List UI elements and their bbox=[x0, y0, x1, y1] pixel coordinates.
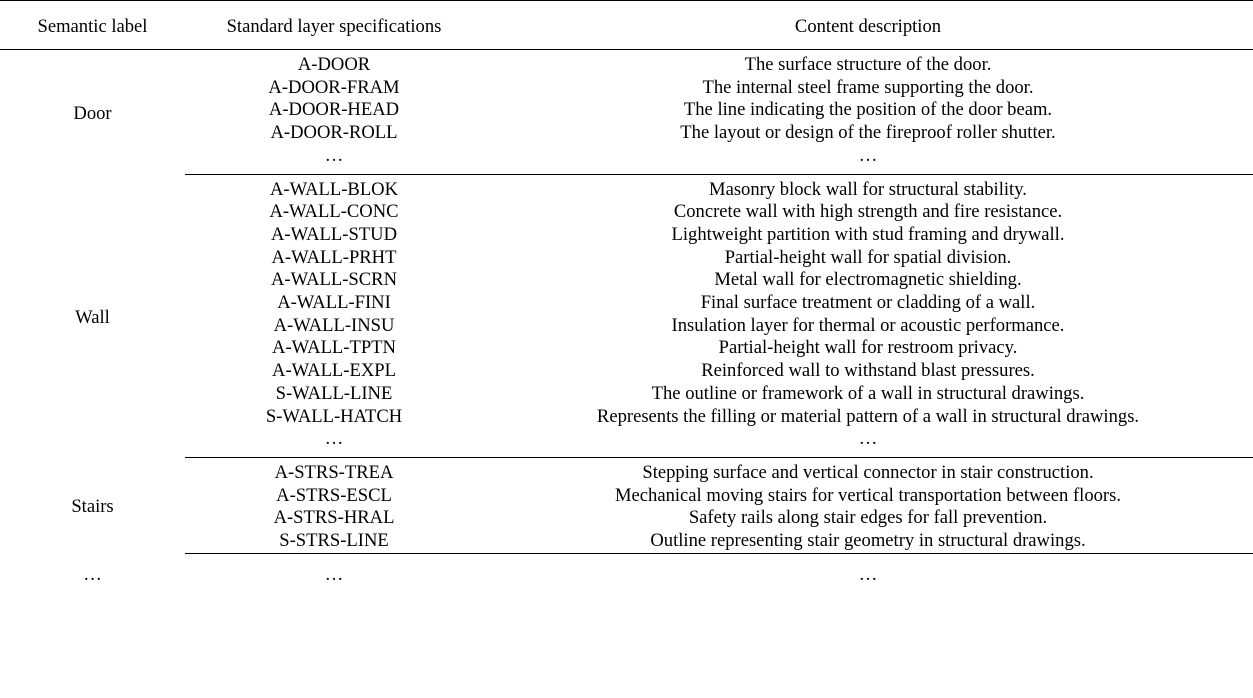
table-row: S-WALL-HATCH Represents the filling or ma… bbox=[0, 406, 1253, 429]
table-row: …… bbox=[0, 144, 1253, 175]
layer-name-cell: A-STRS-HRAL bbox=[273, 507, 395, 529]
layer-name-cell: A-WALL-BLOK bbox=[269, 178, 399, 200]
layer-name-cell: A-WALL-CONC bbox=[269, 201, 399, 223]
layer-name-cell: A-DOOR-FRAM bbox=[268, 76, 400, 98]
header-semantic-label: Semantic label bbox=[37, 16, 148, 37]
tail-desc-ellipsis: … bbox=[858, 563, 878, 585]
content-description-cell: The outline or framework of a wall in st… bbox=[651, 382, 1085, 404]
layer-name-cell: A-DOOR-ROLL bbox=[270, 122, 398, 144]
table-row: A-WALL-FINI Final surface treatment or cl… bbox=[0, 292, 1253, 315]
table-row: A-WALL-TPTN Partial-height wall for restr… bbox=[0, 337, 1253, 360]
content-description-cell: Masonry block wall for structural stabil… bbox=[709, 178, 1027, 200]
table-row: A-WALL-INSU Insulation layer for thermal … bbox=[0, 315, 1253, 338]
content-description-cell: Insulation layer for thermal or acoustic… bbox=[671, 314, 1065, 336]
layer-name-cell: A-DOOR bbox=[297, 54, 371, 75]
table-body: Door A-DOOR The surface structure of the d… bbox=[0, 50, 1253, 592]
semantic-label-cell: Wall bbox=[75, 306, 110, 328]
content-description-cell: … bbox=[483, 144, 1253, 175]
content-description-cell: Partial-height wall for restroom privacy… bbox=[718, 337, 1018, 359]
content-description-cell: Concrete wall with high strength and fir… bbox=[673, 201, 1063, 223]
table-row: Stairs A-STRS-TREA Stepping surface and ve… bbox=[0, 457, 1253, 517]
layer-name-cell: S-WALL-LINE bbox=[275, 382, 393, 404]
semantic-label-cell: Door bbox=[73, 103, 112, 124]
layer-name-cell: A-STRS-ESCL bbox=[276, 484, 392, 506]
content-description-cell: … bbox=[483, 428, 1253, 458]
table-row: A-WALL-SCRN Metal wall for electromagneti… bbox=[0, 269, 1253, 292]
layer-name-cell: … bbox=[185, 144, 483, 175]
tail-label-ellipsis: … bbox=[83, 563, 102, 585]
layer-name-cell: A-WALL-SCRN bbox=[270, 269, 397, 291]
table-row: Wall A-WALL-BLOK Masonry block wall for st… bbox=[0, 174, 1253, 328]
table-row: Door A-DOOR The surface structure of the d… bbox=[0, 50, 1253, 124]
layer-name-cell: A-WALL-FINI bbox=[277, 292, 391, 314]
table-row: A-WALL-STUD Lightweight partition with st… bbox=[0, 224, 1253, 247]
content-description-cell: Metal wall for electromagnetic shielding… bbox=[714, 269, 1022, 291]
layer-name-cell: … bbox=[185, 428, 483, 458]
content-description-cell: The internal steel frame supporting the … bbox=[702, 76, 1034, 98]
content-description-cell: Final surface treatment or cladding of a… bbox=[700, 292, 1036, 314]
layer-name-cell: A-DOOR-HEAD bbox=[268, 99, 400, 121]
table-row: A-WALL-EXPL Reinforced wall to withstand … bbox=[0, 360, 1253, 383]
content-description-cell: Mechanical moving stairs for vertical tr… bbox=[615, 484, 1121, 506]
content-description-cell: Safety rails along stair edges for fall … bbox=[688, 507, 1048, 529]
layer-name-cell: A-WALL-INSU bbox=[273, 314, 395, 336]
content-description-cell: Partial-height wall for spatial division… bbox=[724, 246, 1012, 268]
content-description-cell: The layout or design of the fireproof ro… bbox=[680, 122, 1056, 144]
layer-name-cell: A-WALL-STUD bbox=[271, 223, 397, 245]
content-description-cell: Represents the filling or material patte… bbox=[596, 405, 1140, 427]
table-row: …… bbox=[0, 428, 1253, 458]
table-header: Semantic label Standard layer specificat… bbox=[0, 0, 1253, 50]
layer-name-cell: A-STRS-TREA bbox=[274, 461, 394, 483]
layer-name-cell: A-WALL-TPTN bbox=[272, 337, 396, 359]
layer-spec-table: Semantic label Standard layer specificat… bbox=[0, 0, 1253, 592]
table-row: A-WALL-PRHT Partial-height wall for spati… bbox=[0, 247, 1253, 270]
content-description-cell: The line indicating the position of the … bbox=[683, 99, 1053, 121]
table-row: A-STRS-HRAL Safety rails along stair edge… bbox=[0, 507, 1253, 530]
layer-name-cell: A-WALL-EXPL bbox=[272, 360, 396, 382]
table-row: A-STRS-ESCL Mechanical moving stairs for … bbox=[0, 485, 1253, 508]
header-standard-layer: Standard layer specifications bbox=[226, 16, 442, 37]
content-description-cell: Lightweight partition with stud framing … bbox=[671, 223, 1065, 245]
table-row: A-DOOR-HEAD The line indicating the posit… bbox=[0, 99, 1253, 122]
content-description-cell: Stepping surface and vertical connector … bbox=[642, 461, 1094, 483]
table-row-ellipsis: … … … bbox=[0, 553, 1253, 592]
table-row: A-DOOR-FRAM The internal steel frame supp… bbox=[0, 77, 1253, 100]
content-description-cell: The surface structure of the door. bbox=[744, 54, 992, 75]
layer-name-cell: S-STRS-LINE bbox=[185, 530, 483, 554]
table-row: A-DOOR-ROLL The layout or design of the f… bbox=[0, 122, 1253, 145]
table-row: S-WALL-LINE The outline or framework of a… bbox=[0, 383, 1253, 406]
header-content-description: Content description bbox=[794, 16, 942, 37]
tail-layer-ellipsis: … bbox=[324, 563, 344, 585]
content-description-cell: Outline representing stair geometry in s… bbox=[483, 530, 1253, 554]
table-row: A-WALL-CONC Concrete wall with high stren… bbox=[0, 201, 1253, 224]
semantic-label-cell: Stairs bbox=[71, 496, 114, 518]
content-description-cell: Reinforced wall to withstand blast press… bbox=[701, 360, 1035, 382]
layer-name-cell: A-WALL-PRHT bbox=[271, 246, 397, 268]
layer-name-cell: S-WALL-HATCH bbox=[265, 405, 403, 427]
